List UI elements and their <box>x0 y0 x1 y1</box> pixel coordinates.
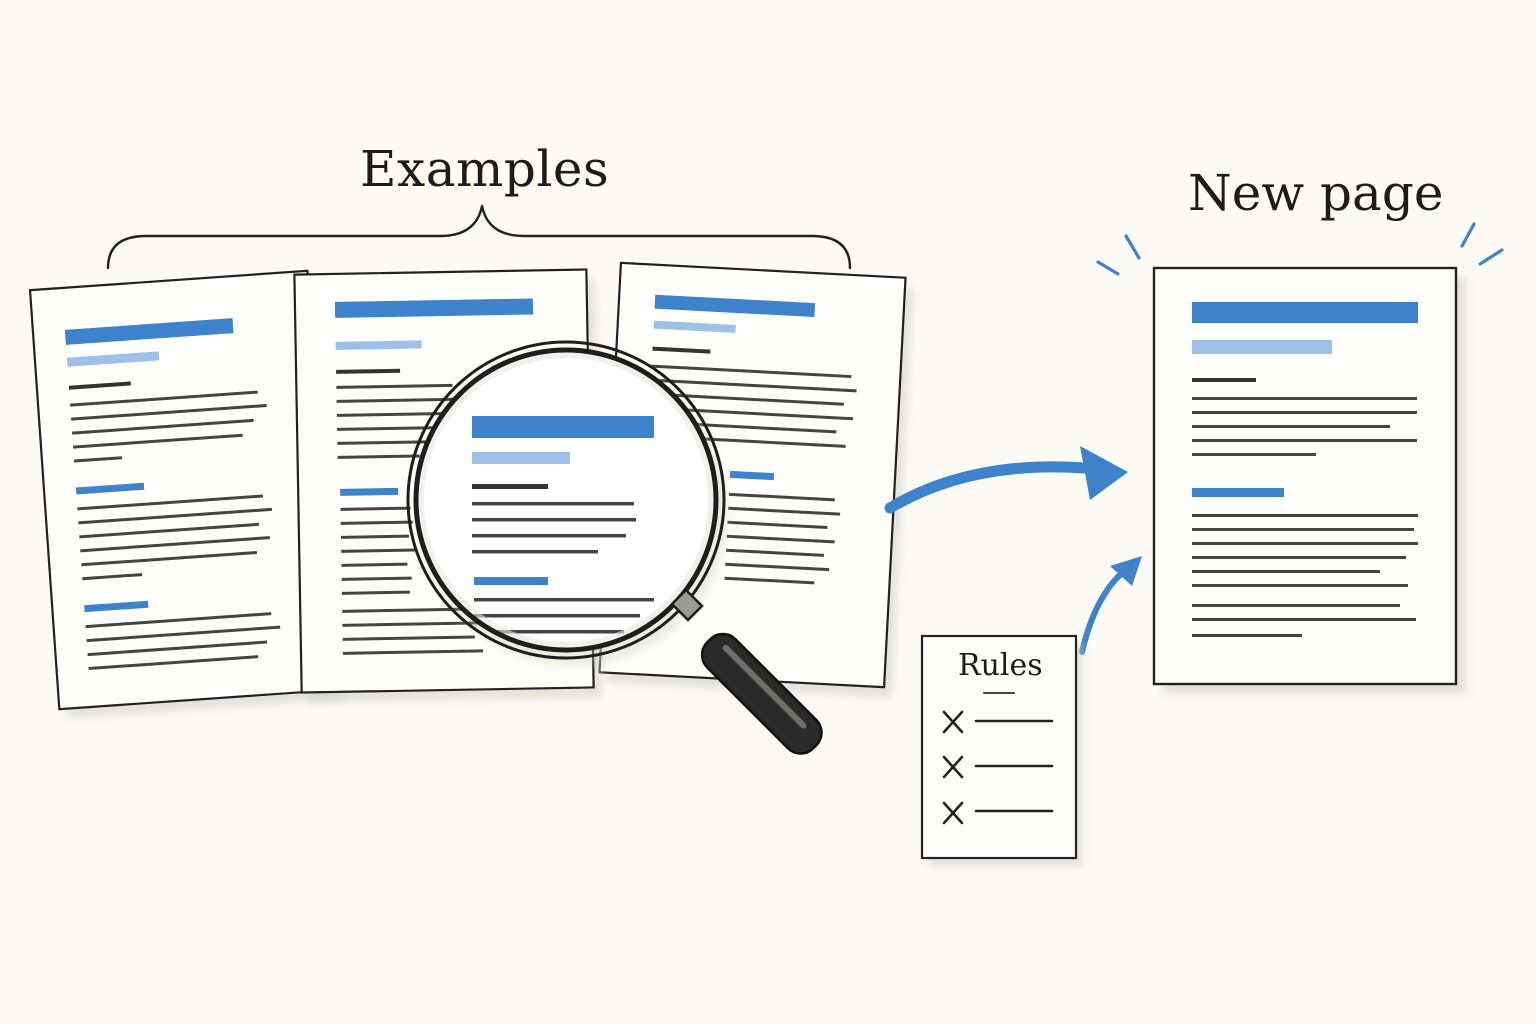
rules-label: Rules <box>958 648 1043 683</box>
examples-to-new-page-arrow-icon <box>884 446 1128 514</box>
examples-label: Examples <box>360 140 610 198</box>
sparkle-icon <box>1096 222 1504 276</box>
x-mark-icon <box>942 801 964 825</box>
rule-item-1 <box>942 710 1054 734</box>
rules-card <box>920 634 1082 866</box>
new-page-label: New page <box>1188 164 1444 222</box>
example-page-1 <box>28 269 346 719</box>
rule-item-3 <box>942 801 1054 825</box>
rule-item-2 <box>942 755 1054 779</box>
examples-brace <box>106 204 852 270</box>
magnifying-glass-icon <box>406 340 823 755</box>
x-mark-icon <box>942 710 964 734</box>
rules-to-new-page-arrow-icon <box>1079 556 1142 655</box>
new-page <box>1152 266 1466 694</box>
x-mark-icon <box>942 755 964 779</box>
